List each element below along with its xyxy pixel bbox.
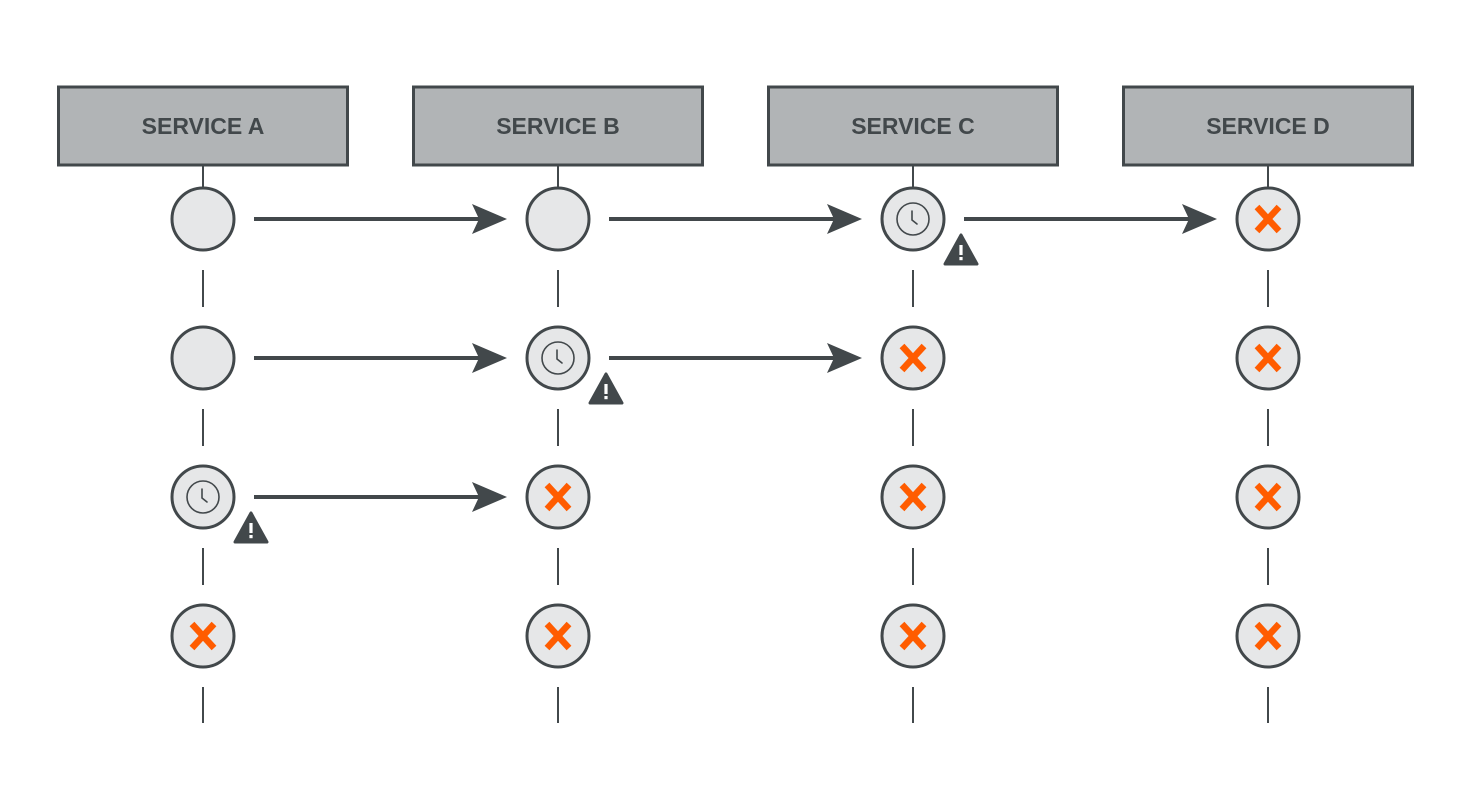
node-failed xyxy=(1235,186,1301,252)
node-circle xyxy=(170,186,236,252)
service-label: SERVICE A xyxy=(142,113,265,139)
warning-icon xyxy=(233,511,269,544)
node-idle xyxy=(170,186,236,252)
arrow-head xyxy=(472,482,507,512)
call-arrow xyxy=(609,343,862,373)
call-arrow xyxy=(254,482,507,512)
x-icon xyxy=(1254,621,1282,651)
node-timeout xyxy=(525,325,624,405)
x-icon xyxy=(189,621,217,651)
request-nodes xyxy=(170,186,1301,669)
node-failed xyxy=(1235,325,1301,391)
node-circle xyxy=(525,325,591,391)
arrow-head xyxy=(827,343,862,373)
node-failed xyxy=(880,603,946,669)
node-failed xyxy=(880,325,946,391)
clock-icon xyxy=(186,480,220,514)
service-label: SERVICE C xyxy=(851,113,975,139)
node-circle xyxy=(170,464,236,530)
node-failed xyxy=(170,603,236,669)
clock-icon xyxy=(896,202,930,236)
call-arrow xyxy=(964,204,1217,234)
node-failed xyxy=(525,464,591,530)
lifelines xyxy=(202,165,1269,723)
x-icon xyxy=(544,621,572,651)
node-idle xyxy=(525,186,591,252)
arrow-head xyxy=(1182,204,1217,234)
arrow-head xyxy=(827,204,862,234)
service-box xyxy=(1122,85,1414,167)
x-icon xyxy=(899,343,927,373)
service-header-a: SERVICE A xyxy=(57,85,349,167)
service-box xyxy=(767,85,1059,167)
service-box xyxy=(57,85,349,167)
node-timeout xyxy=(880,186,979,266)
node-failed xyxy=(525,603,591,669)
node-idle xyxy=(170,325,236,391)
service-headers: SERVICE A SERVICE B SERVICE C SERVICE D xyxy=(57,85,1414,167)
service-box xyxy=(412,85,704,167)
node-failed xyxy=(880,464,946,530)
x-icon xyxy=(1254,482,1282,512)
node-circle xyxy=(880,186,946,252)
x-icon xyxy=(899,482,927,512)
call-arrow xyxy=(254,343,507,373)
x-icon xyxy=(544,482,572,512)
x-icon xyxy=(1254,204,1282,234)
node-failed xyxy=(1235,464,1301,530)
clock-icon xyxy=(541,341,575,375)
call-arrow xyxy=(254,204,507,234)
node-timeout xyxy=(170,464,269,544)
node-failed xyxy=(1235,603,1301,669)
service-header-b: SERVICE B xyxy=(412,85,704,167)
service-header-c: SERVICE C xyxy=(767,85,1059,167)
warning-icon xyxy=(943,233,979,266)
x-icon xyxy=(1254,343,1282,373)
service-header-d: SERVICE D xyxy=(1122,85,1414,167)
warning-icon xyxy=(588,372,624,405)
node-circle xyxy=(525,186,591,252)
arrow-head xyxy=(472,204,507,234)
call-arrows xyxy=(254,204,1217,512)
arrow-head xyxy=(472,343,507,373)
service-label: SERVICE D xyxy=(1206,113,1330,139)
service-label: SERVICE B xyxy=(496,113,620,139)
call-arrow xyxy=(609,204,862,234)
x-icon xyxy=(899,621,927,651)
node-circle xyxy=(170,325,236,391)
